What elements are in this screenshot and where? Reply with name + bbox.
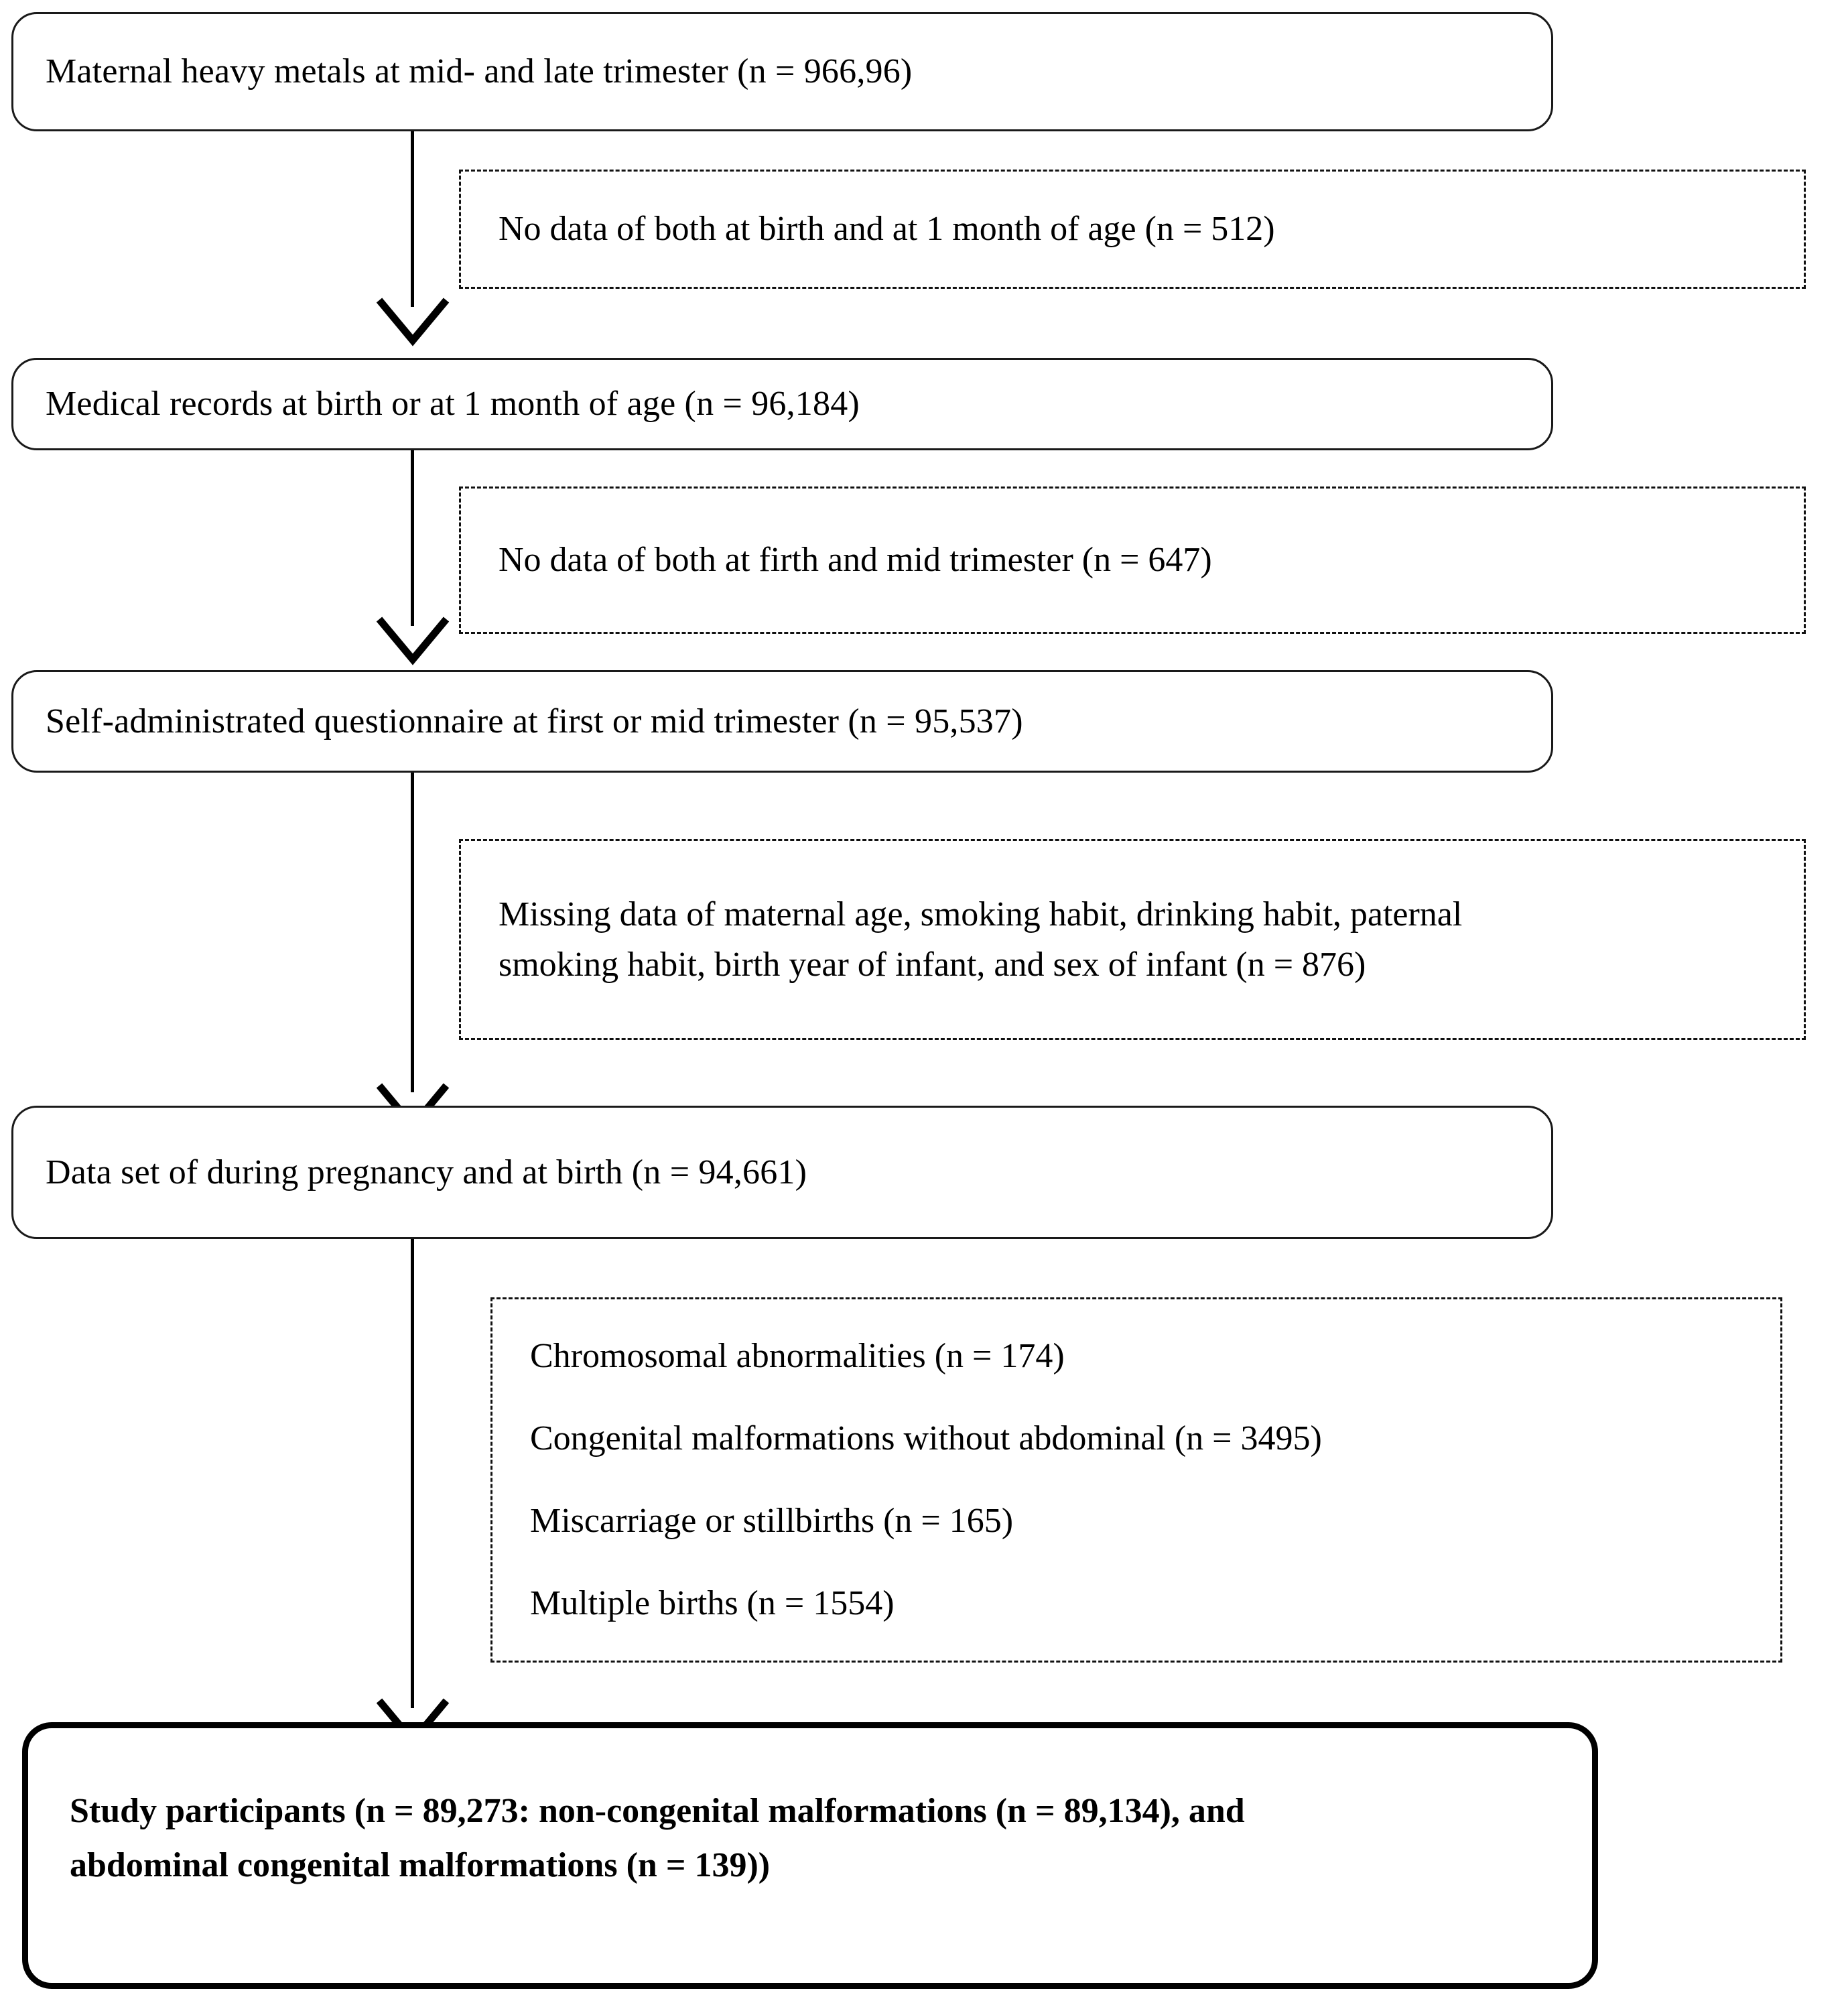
process-box-text: Maternal heavy metals at mid- and late t…	[46, 52, 913, 91]
exclusion-list-item: Multiple births (n = 1554)	[530, 1584, 895, 1622]
process-box-text: Self-administrated questionnaire at firs…	[46, 702, 1023, 740]
exclusion-list-item: Congenital malformations without abdomin…	[530, 1419, 1322, 1457]
process-box-data-set-pregnancy-birth: Data set of during pregnancy and at birt…	[11, 1106, 1553, 1239]
result-box-study-participants: Study participants (n = 89,273: non-cong…	[22, 1722, 1598, 1989]
process-box-maternal-heavy-metals: Maternal heavy metals at mid- and late t…	[11, 12, 1553, 131]
exclusion-list: Chromosomal abnormalities (n = 174) Cong…	[492, 1315, 1780, 1645]
exclusion-box-no-data-firth-mid-trimester: No data of both at firth and mid trimest…	[459, 487, 1806, 634]
result-box-text-line-2: abdominal congenital malformations (n = …	[70, 1845, 771, 1884]
exclusion-list-item: Miscarriage or stillbirths (n = 165)	[530, 1502, 1014, 1540]
arrow-head-2	[376, 617, 450, 665]
process-box-self-administrated-questionnaire: Self-administrated questionnaire at firs…	[11, 670, 1553, 773]
connector-line-3	[411, 773, 414, 1092]
exclusion-box-text-line-2: smoking habit, birth year of infant, and…	[499, 946, 1366, 984]
result-box-text-line-1: Study participants (n = 89,273: non-cong…	[70, 1792, 1245, 1830]
exclusion-box-text: No data of both at firth and mid trimest…	[499, 541, 1212, 580]
exclusion-list-item: Chromosomal abnormalities (n = 174)	[530, 1337, 1065, 1375]
connector-line-1	[411, 131, 414, 307]
exclusion-box-missing-covariates: Missing data of maternal age, smoking ha…	[459, 839, 1806, 1040]
exclusion-box-clinical-exclusions: Chromosomal abnormalities (n = 174) Cong…	[490, 1297, 1782, 1663]
arrow-head-1	[376, 298, 450, 346]
exclusion-box-text: No data of both at birth and at 1 month …	[499, 210, 1275, 249]
exclusion-box-no-data-birth-1month: No data of both at birth and at 1 month …	[459, 170, 1806, 289]
process-box-text: Medical records at birth or at 1 month o…	[46, 385, 860, 424]
process-box-medical-records: Medical records at birth or at 1 month o…	[11, 358, 1553, 450]
connector-line-2	[411, 450, 414, 626]
exclusion-box-text-line-1: Missing data of maternal age, smoking ha…	[499, 895, 1463, 933]
process-box-text: Data set of during pregnancy and at birt…	[46, 1153, 807, 1191]
result-box-text: Study participants (n = 89,273: non-cong…	[28, 1728, 1278, 1892]
connector-line-4	[411, 1239, 414, 1708]
